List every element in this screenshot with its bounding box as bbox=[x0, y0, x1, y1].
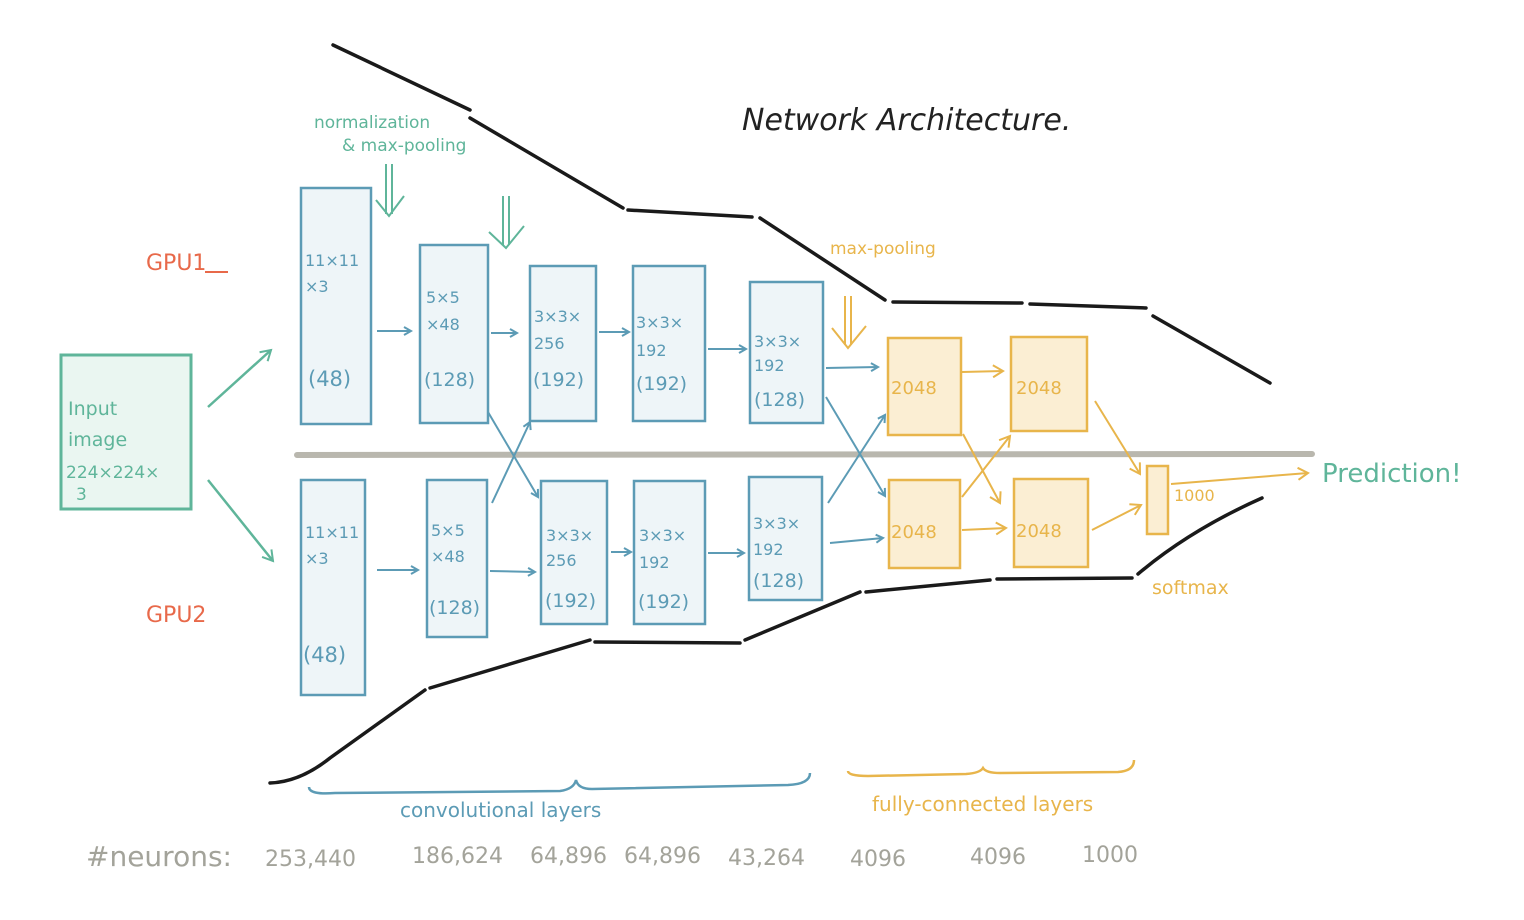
softmax-output-layer: 1000 bbox=[1145, 464, 1215, 536]
layer-filter-count: (192) bbox=[636, 373, 687, 395]
gpu1-conv-layer-1: 11×11 ×3 (48) bbox=[299, 186, 373, 426]
layer-kernel-line-2: 192 bbox=[636, 341, 667, 360]
max-pooling-arrow bbox=[831, 296, 867, 350]
layer-filter-count: (128) bbox=[754, 389, 805, 411]
norm-pool-annotation-line-2: & max-pooling bbox=[342, 136, 466, 156]
gpu1-conv-layer-4: 3×3× 192 (192) bbox=[631, 264, 707, 423]
layer-kernel-line-1: 3×3× bbox=[753, 514, 800, 533]
layer-kernel-line-1: 11×11 bbox=[305, 523, 359, 542]
norm-pool-arrow-2 bbox=[488, 196, 525, 250]
perspective-outline bbox=[268, 43, 1272, 785]
neuron-count: 253,440 bbox=[265, 847, 356, 872]
output-neurons-label: 1000 bbox=[1174, 486, 1215, 505]
neuron-count: 1000 bbox=[1082, 843, 1138, 868]
layer-filter-count: (192) bbox=[533, 369, 584, 391]
fc-neurons-label: 2048 bbox=[891, 522, 937, 543]
neuron-count: 64,896 bbox=[530, 844, 607, 869]
layer-filter-count: (48) bbox=[303, 643, 346, 667]
layer-kernel-line-2: 192 bbox=[753, 540, 784, 559]
layer-filter-count: (192) bbox=[638, 591, 689, 613]
fc-neurons-label: 2048 bbox=[1016, 378, 1062, 399]
layer-kernel-line-2: 256 bbox=[534, 334, 565, 353]
gpu2-conv-layer-4: 3×3× 192 (192) bbox=[632, 479, 707, 626]
gpu1-conv-layer-3: 3×3× 256 (192) bbox=[528, 264, 598, 423]
input-to-gpu2-arrow bbox=[207, 479, 275, 563]
gpu1-conv-layer-2: 5×5 ×48 (128) bbox=[418, 243, 490, 425]
layer-filter-count: (128) bbox=[429, 597, 480, 619]
softmax-annotation: softmax bbox=[1152, 577, 1229, 599]
neuron-count: 186,624 bbox=[412, 844, 503, 869]
layer-kernel-line-2: 192 bbox=[754, 356, 785, 375]
norm-pool-annotation-line-1: normalization bbox=[314, 113, 430, 133]
conv-connection-arrows bbox=[377, 331, 885, 572]
layer-kernel-line-1: 3×3× bbox=[546, 526, 593, 545]
prediction-label: Prediction! bbox=[1322, 459, 1462, 489]
layer-kernel-line-1: 3×3× bbox=[636, 313, 683, 332]
layer-kernel-line-1: 3×3× bbox=[639, 526, 686, 545]
conv-layers-brace bbox=[307, 772, 812, 795]
fc-neurons-label: 2048 bbox=[1016, 521, 1062, 542]
conv-layers-label: convolutional layers bbox=[400, 798, 601, 822]
input-image-box: Input image 224×224× 3 bbox=[59, 353, 193, 511]
gpu1-conv-layer-5: 3×3× 192 (128) bbox=[748, 280, 825, 425]
neurons-label: #neurons: bbox=[86, 840, 232, 873]
layer-kernel-line-1: 3×3× bbox=[534, 307, 581, 326]
diagram-title: Network Architecture. bbox=[742, 103, 1071, 138]
neuron-count: 4096 bbox=[850, 847, 906, 872]
fc-neurons-label: 2048 bbox=[891, 378, 937, 399]
layer-kernel-line-2: ×3 bbox=[305, 549, 329, 568]
layer-filter-count: (128) bbox=[753, 570, 804, 592]
layer-filter-count: (48) bbox=[308, 367, 351, 391]
gpu2-fc-layer-2: 2048 bbox=[1012, 477, 1090, 569]
gpu2-conv-layer-3: 3×3× 256 (192) bbox=[539, 479, 609, 626]
layer-kernel-line-2: ×3 bbox=[305, 277, 329, 296]
layer-kernel-line-2: 192 bbox=[639, 553, 670, 572]
layer-kernel-line-2: 256 bbox=[546, 551, 577, 570]
fc-connection-arrows bbox=[961, 364, 1310, 536]
gpu1-fc-layer-1: 2048 bbox=[886, 336, 963, 437]
gpu2-label: GPU2 bbox=[146, 603, 206, 628]
gpu2-fc-layer-1: 2048 bbox=[887, 478, 962, 570]
gpu2-conv-layer-5: 3×3× 192 (128) bbox=[747, 475, 824, 602]
gpu-divider bbox=[294, 451, 1315, 458]
input-to-gpu1-arrow bbox=[207, 348, 273, 408]
layer-kernel-line-1: 5×5 bbox=[431, 521, 465, 540]
gpu1-fc-layer-2: 2048 bbox=[1009, 335, 1089, 433]
layer-kernel-line-2: ×48 bbox=[431, 547, 465, 566]
input-line-2: image bbox=[68, 429, 127, 451]
input-line-1: Input bbox=[68, 398, 117, 420]
fc-layers-brace bbox=[846, 759, 1136, 778]
neuron-count: 64,896 bbox=[624, 844, 701, 869]
layer-kernel-line-1: 11×11 bbox=[305, 251, 359, 270]
layer-kernel-line-1: 5×5 bbox=[426, 288, 460, 307]
input-line-4: 3 bbox=[76, 485, 87, 505]
neuron-counts-row: #neurons: 253,440 186,624 64,896 64,896 … bbox=[86, 840, 1138, 873]
layer-filter-count: (192) bbox=[545, 590, 596, 612]
neuron-count: 4096 bbox=[970, 845, 1026, 870]
norm-pool-arrow-1 bbox=[375, 164, 405, 218]
layer-filter-count: (128) bbox=[424, 369, 475, 391]
gpu2-conv-layer-1: 11×11 ×3 (48) bbox=[299, 478, 367, 697]
max-pooling-annotation: max-pooling bbox=[830, 239, 936, 259]
input-line-3: 224×224× bbox=[66, 463, 159, 483]
neuron-count: 43,264 bbox=[728, 846, 805, 871]
gpu1-label: GPU1 bbox=[146, 251, 206, 276]
fc-layers-label: fully-connected layers bbox=[872, 792, 1093, 816]
gpu2-conv-layer-2: 5×5 ×48 (128) bbox=[425, 478, 489, 639]
layer-kernel-line-2: ×48 bbox=[426, 315, 460, 334]
layer-kernel-line-1: 3×3× bbox=[754, 332, 801, 351]
